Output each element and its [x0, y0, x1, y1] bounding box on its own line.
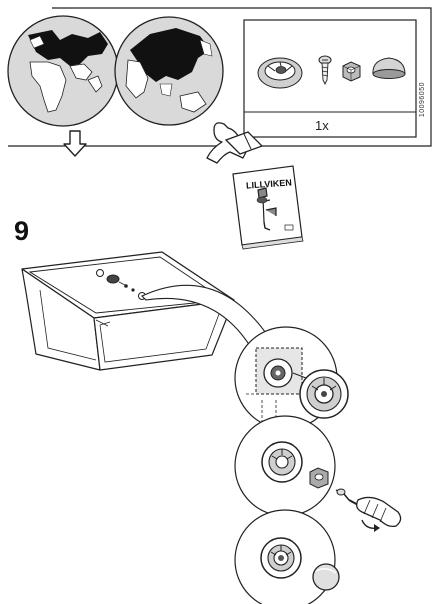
person-reading-icon [206, 122, 264, 164]
screwdriver-icon [348, 496, 402, 532]
drain-plate-icon [257, 57, 303, 89]
globe-right-icon [114, 16, 224, 126]
down-arrow-icon [63, 130, 87, 157]
detail-circle-1 [234, 326, 349, 430]
cap-icon [372, 57, 406, 79]
quantity-label: 1x [315, 118, 329, 133]
nut-icon [342, 61, 361, 82]
article-number: 10096050 [419, 82, 426, 118]
detail-circle-2 [234, 415, 350, 517]
screw-icon [318, 55, 332, 86]
sink-illustration [21, 251, 269, 371]
globe-left-icon [7, 15, 119, 127]
detail-circle-3 [234, 509, 340, 604]
manual-booklet [232, 165, 304, 250]
step-number: 9 [14, 216, 30, 246]
